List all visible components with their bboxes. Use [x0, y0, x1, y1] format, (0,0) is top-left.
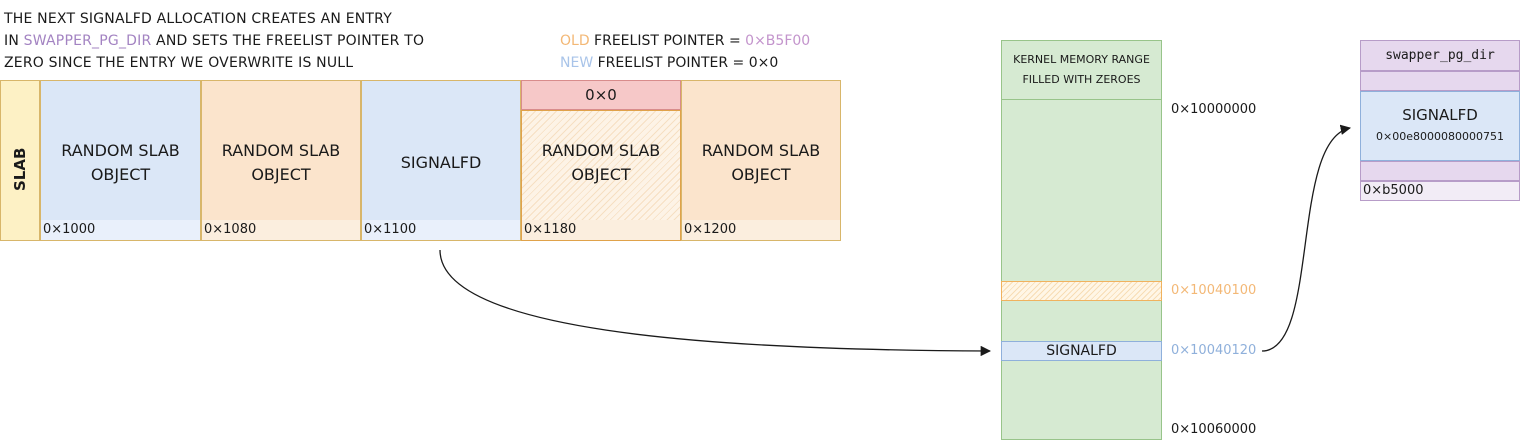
legend-old-value: 0×B5F00	[745, 33, 811, 49]
slab-object-line2: OBJECT	[251, 165, 311, 184]
swapper-entry-value: 0×00e8000080000751	[1376, 130, 1504, 143]
address-old-freelist: 0×10040100	[1171, 283, 1257, 298]
caption-line-2-prefix: IN	[4, 33, 24, 49]
slab-object-label: RANDOM SLAB OBJECT	[522, 139, 680, 187]
slab-object-3-freed: RANDOM SLAB OBJECT 0×1180	[521, 110, 681, 241]
slab-object-address: 0×1100	[362, 220, 520, 240]
caption-line-3: ZERO SINCE THE ENTRY WE OVERWRITE IS NUL…	[4, 55, 354, 71]
slab-object-4: RANDOM SLAB OBJECT 0×1200	[681, 80, 841, 241]
slab-object-label: SIGNALFD	[362, 151, 520, 175]
slab-object-label: RANDOM SLAB OBJECT	[202, 139, 360, 187]
freelist-legend: OLD FREELIST POINTER = 0×B5F00 NEW FREEL…	[560, 30, 810, 74]
address-range-end: 0×10060000	[1171, 422, 1257, 437]
slab-object-line1: SIGNALFD	[400, 153, 482, 172]
slab-object-line1: RANDOM SLAB	[61, 141, 180, 160]
swapper-entry-label: SIGNALFD	[1402, 106, 1478, 124]
legend-old-label: FREELIST POINTER =	[589, 33, 746, 49]
swapper-gap-top	[1360, 71, 1520, 91]
slab-object-address: 0×1080	[202, 220, 360, 240]
slab-object-line1: RANDOM SLAB	[701, 141, 821, 160]
swapper-signalfd-entry: SIGNALFD 0×00e8000080000751	[1360, 91, 1520, 161]
kernel-memory-header: KERNEL MEMORY RANGE FILLED WITH ZEROES	[1001, 40, 1162, 100]
freelist-pointer-cell: 0×0	[521, 80, 681, 110]
kernel-signalfd-slot: SIGNALFD	[1001, 341, 1162, 361]
swapper-gap-bottom	[1360, 161, 1520, 181]
slab-object-label: RANDOM SLAB OBJECT	[41, 139, 200, 187]
swapper-bottom-address: 0×b5000	[1363, 183, 1424, 198]
old-freelist-slot	[1001, 281, 1162, 301]
freelist-pointer-value: 0×0	[585, 86, 617, 104]
slab-object-address: 0×1180	[522, 220, 680, 240]
caption-line-1: THE NEXT SIGNALFD ALLOCATION CREATES AN …	[4, 11, 392, 27]
legend-new-pointer: NEW FREELIST POINTER = 0×0	[560, 52, 810, 74]
slab-object-2-signalfd: SIGNALFD 0×1100	[361, 80, 521, 241]
slab-object-address: 0×1000	[41, 220, 200, 240]
arrow-kernel-to-swapper-entry	[1261, 124, 1352, 352]
caption-line-2: IN SWAPPER_PG_DIR AND SETS THE FREELIST …	[4, 30, 524, 52]
arrow-signalfd-to-kernel-memory	[439, 249, 992, 357]
caption-swapper-highlight: SWAPPER_PG_DIR	[23, 33, 152, 49]
legend-old-keyword: OLD	[560, 33, 590, 49]
legend-new-keyword: NEW	[560, 55, 594, 71]
caption: THE NEXT SIGNALFD ALLOCATION CREATES AN …	[4, 8, 524, 74]
legend-old-pointer: OLD FREELIST POINTER = 0×B5F00	[560, 30, 810, 52]
kernel-memory-header-line1: KERNEL MEMORY RANGE	[1013, 53, 1150, 66]
slab-header: SLAB	[0, 80, 40, 241]
slab-object-0: RANDOM SLAB OBJECT 0×1000	[40, 80, 201, 241]
slab-object-label: RANDOM SLAB OBJECT	[682, 139, 840, 187]
slab-object-line2: OBJECT	[731, 165, 791, 184]
swapper-title: swapper_pg_dir	[1360, 40, 1520, 71]
slab-object-1: RANDOM SLAB OBJECT 0×1080	[201, 80, 361, 241]
slab-object-line1: RANDOM SLAB	[221, 141, 341, 160]
kernel-memory-header-line2: FILLED WITH ZEROES	[1022, 73, 1141, 86]
kernel-signalfd-label: SIGNALFD	[1046, 343, 1117, 359]
slab-object-line2: OBJECT	[90, 165, 151, 184]
slab-object-line1: RANDOM SLAB	[541, 141, 661, 160]
slab-object-address: 0×1200	[682, 220, 840, 240]
slab-object-line2: OBJECT	[571, 165, 631, 184]
swapper-title-text: swapper_pg_dir	[1385, 48, 1495, 63]
caption-line-2-suffix: AND SETS THE FREELIST POINTER TO	[151, 33, 425, 49]
address-signalfd: 0×10040120	[1171, 343, 1257, 358]
address-range-start: 0×10000000	[1171, 102, 1257, 117]
legend-new-label: FREELIST POINTER = 0×0	[593, 55, 779, 71]
kernel-memory-range	[1001, 40, 1162, 440]
swapper-bottom-row: 0×b5000	[1360, 181, 1520, 201]
